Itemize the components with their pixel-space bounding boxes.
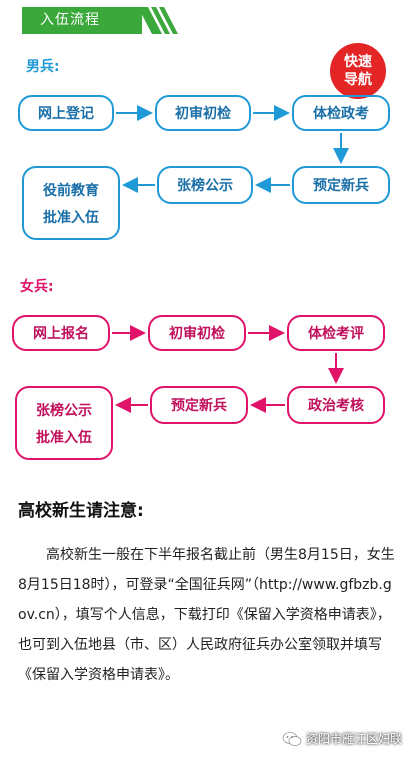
male-section-label: 男兵:	[26, 59, 60, 75]
header-stripes	[138, 7, 178, 34]
male-step-register: 网上登记	[18, 95, 114, 131]
female-section-label: 女兵:	[20, 279, 54, 295]
notice-title: 高校新生请注意:	[18, 501, 144, 521]
female-final-line2: 批准入伍	[36, 429, 92, 446]
quick-nav-line2: 导航	[344, 72, 372, 88]
quick-nav-button[interactable]: 快速 导航	[330, 43, 386, 99]
female-step-register: 网上报名	[12, 315, 110, 351]
header-bar	[22, 7, 142, 34]
notice-body: 高校新生一般在下半年报名截止前（男生8月15日，女生8月15日18时），可登录“…	[18, 547, 395, 683]
male-step-final: 役前教育 批准入伍	[22, 166, 120, 240]
male-step-initial-check: 初审初检	[155, 95, 251, 131]
female-step-predetermine: 预定新兵	[150, 386, 248, 424]
male-final-line2: 批准入伍	[43, 209, 99, 226]
female-final-line1: 张榜公示	[36, 402, 92, 419]
female-step-final: 张榜公示 批准入伍	[15, 386, 113, 460]
female-step-political: 政治考核	[287, 386, 385, 424]
quick-nav-line1: 快速	[344, 54, 372, 70]
male-step-public-notice: 张榜公示	[157, 166, 253, 204]
male-final-line1: 役前教育	[43, 182, 99, 199]
wechat-icon	[282, 731, 302, 746]
watermark-text: 资阳市雁江区妇联	[305, 732, 402, 746]
watermark: 资阳市雁江区妇联	[282, 730, 402, 747]
flow-arrows	[112, 105, 349, 413]
female-step-physical-eval: 体检考评	[287, 315, 385, 351]
male-step-physical-exam: 体检政考	[292, 95, 390, 131]
page-title: 入伍流程	[40, 12, 100, 28]
female-step-initial-check: 初审初检	[148, 315, 246, 351]
male-step-predetermine: 预定新兵	[292, 166, 390, 204]
